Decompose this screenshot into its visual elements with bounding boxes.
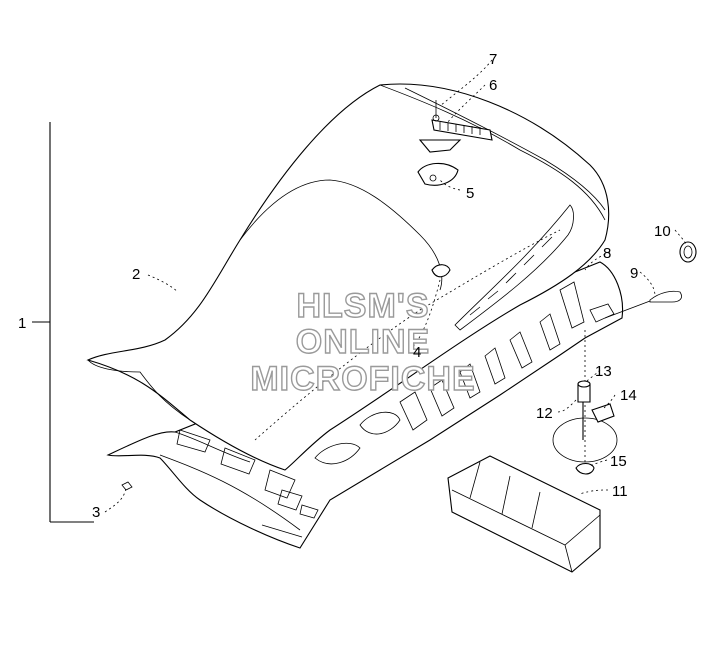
part-5-hole bbox=[429, 174, 437, 182]
watermark: HLSM'S ONLINE MICROFICHE bbox=[250, 286, 476, 398]
latch-pin-parts bbox=[552, 330, 618, 475]
callout-7: 7 bbox=[489, 51, 497, 68]
callout-3: 3 bbox=[92, 504, 100, 521]
part-3-clip bbox=[121, 481, 133, 491]
latch-bracket-parts bbox=[418, 100, 493, 153]
callout-2: 2 bbox=[132, 266, 140, 283]
part-5-latch-plate bbox=[417, 162, 459, 186]
watermark-line-3: MICROFICHE bbox=[250, 360, 475, 398]
part-4-bumper bbox=[431, 264, 451, 278]
part-11-foam-block bbox=[447, 455, 601, 573]
callout-9: 9 bbox=[630, 265, 638, 282]
part-10-grommet bbox=[679, 241, 697, 263]
assembly-bracket-line bbox=[32, 122, 94, 523]
callout-6: 6 bbox=[489, 77, 497, 94]
seat-cover-part bbox=[86, 83, 610, 471]
watermark-line-2: ONLINE bbox=[296, 323, 430, 361]
watermark-line-1: HLSM'S bbox=[296, 287, 429, 325]
callout-10: 10 bbox=[654, 223, 671, 240]
callout-1: 1 bbox=[18, 315, 26, 332]
callout-13: 13 bbox=[595, 363, 612, 380]
callout-11: 11 bbox=[612, 483, 628, 500]
callout-4: 4 bbox=[413, 344, 421, 361]
leader-lines bbox=[104, 59, 687, 513]
callout-12: 12 bbox=[536, 405, 553, 422]
callout-8: 8 bbox=[603, 245, 611, 262]
callout-14: 14 bbox=[620, 387, 637, 404]
callout-15: 15 bbox=[610, 453, 627, 470]
part-9-cable bbox=[604, 290, 682, 319]
callout-5: 5 bbox=[466, 185, 474, 202]
callout-labels: 1 2 3 4 5 6 7 8 9 10 11 12 13 14 15 bbox=[18, 51, 671, 521]
